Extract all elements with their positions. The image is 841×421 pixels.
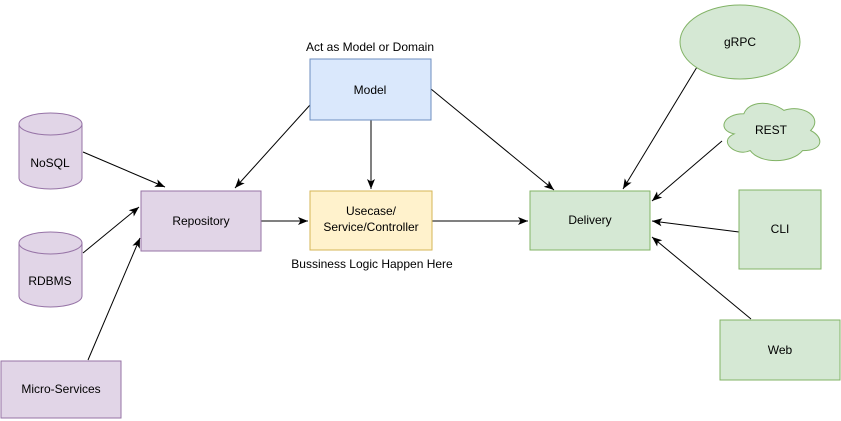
edge-model-delivery (430, 88, 555, 191)
node-label-delivery: Delivery (568, 213, 611, 227)
edge-rest-delivery (651, 140, 723, 202)
node-label-web: Web (768, 343, 793, 357)
annotation-usecase-note: Bussiness Logic Happen Here (291, 257, 453, 271)
node-model: Model (309, 58, 432, 121)
annotation-model-note: Act as Model or Domain (306, 40, 434, 54)
edge-model-repository (234, 104, 311, 189)
node-label-nosql: NoSQL (30, 156, 70, 170)
node-label-grpc: gRPC (724, 35, 756, 49)
node-label-model: Model (354, 83, 387, 97)
node-label-usecase-line2: Service/Controller (323, 220, 418, 234)
edge-rdbms-repository (82, 206, 140, 254)
node-nosql: NoSQL (18, 112, 83, 190)
node-label-repository: Repository (172, 214, 229, 228)
node-rdbms: RDBMS (18, 231, 83, 308)
edges-layer (82, 66, 752, 361)
node-usecase: Usecase/ Service/Controller (309, 190, 433, 251)
edge-grpc-delivery (622, 66, 698, 190)
node-microservices: Micro-Services (0, 360, 122, 419)
node-cli: CLI (738, 189, 822, 270)
node-label-microservices: Micro-Services (21, 382, 100, 396)
node-repository: Repository (140, 190, 262, 252)
node-label-cli: CLI (771, 222, 790, 236)
edge-cli-delivery (651, 218, 740, 233)
node-rest: REST (723, 102, 821, 162)
node-label-rest: REST (755, 123, 788, 137)
node-label-usecase-line1: Usecase/ (346, 204, 397, 218)
node-delivery: Delivery (529, 190, 651, 251)
node-web: Web (719, 319, 841, 381)
edge-nosql-repository (82, 151, 166, 188)
edge-web-delivery (651, 236, 752, 320)
edge-microservices-repository (87, 237, 141, 361)
node-grpc: gRPC (679, 4, 801, 80)
node-label-rdbms: RDBMS (28, 274, 71, 288)
